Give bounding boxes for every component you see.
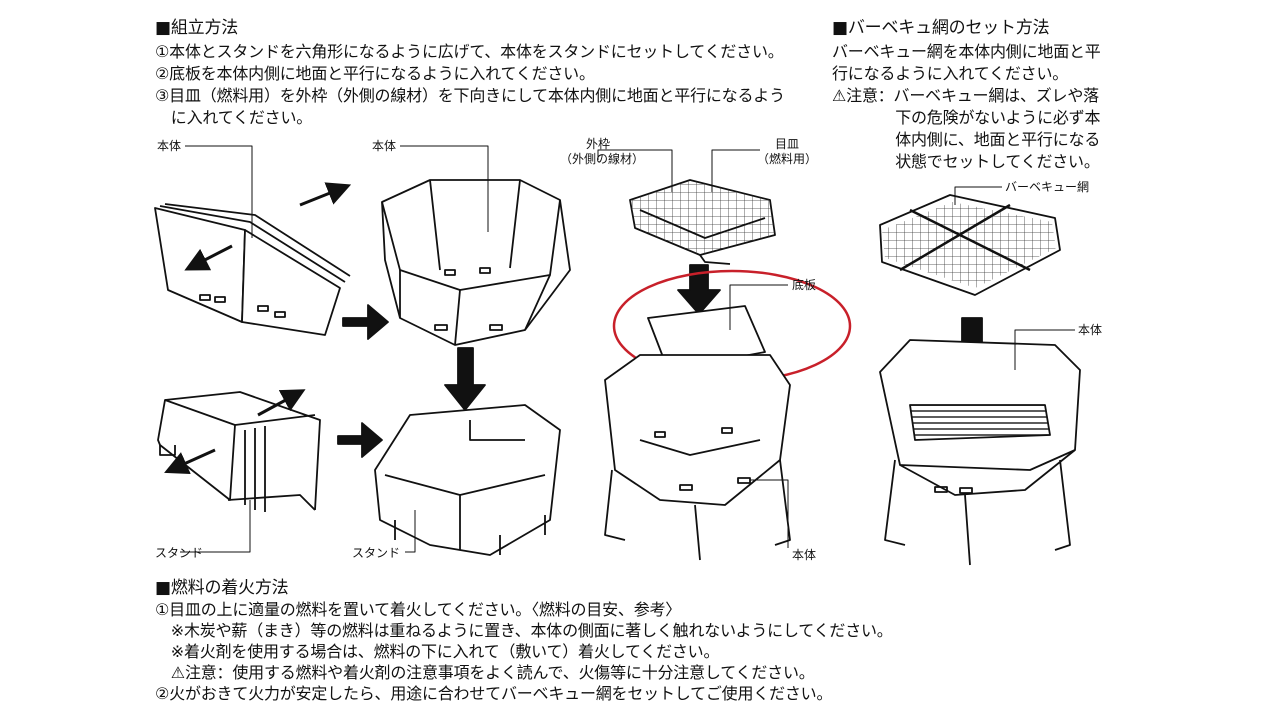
assembly-step-1: ①本体とスタンドを六角形になるように広げて、本体をスタンドにセットしてください。	[155, 42, 784, 61]
label-outer-frame: 外枠	[585, 137, 610, 151]
label-stand: スタンド	[352, 546, 401, 560]
label-grate: 目皿	[774, 137, 799, 151]
ignition-line: ①目皿の上に適量の燃料を置いて着火してください。〈燃料の目安、参考〉	[155, 600, 682, 619]
label-body: 本体	[1078, 323, 1103, 337]
grill-set-line: バーベキュー網を本体内側に地面と平	[832, 42, 1101, 61]
assembly-step-2: ②底板を本体内側に地面と平行になるように入れてください。	[155, 64, 595, 83]
assembly-step-3: ③目皿（燃料用）を外枠（外側の線材）を下向きにして本体内側に地面と平行になるよう	[155, 86, 785, 105]
grill-set-caution: ⚠注意：バーベキュー網は、ズレや落	[832, 86, 1099, 105]
hex-stand-figure	[374, 404, 561, 556]
folded-stand-figure	[157, 389, 321, 512]
label-bottom-plate: 底板	[792, 278, 817, 292]
folded-body-figure	[154, 182, 352, 336]
label-grate-note: （燃料用）	[756, 152, 817, 166]
label-outer-frame-note: （外側の線材）	[560, 152, 645, 166]
grill-set-title: ■バーベキュ網のセット方法	[832, 18, 1050, 38]
label-body: 本体	[372, 139, 397, 153]
bottom-plate-figure	[647, 305, 766, 371]
ignition-caution: ⚠注意：使用する燃料や着火剤の注意事項をよく読んで、火傷等に十分注意してください…	[155, 663, 815, 682]
label-stand: スタンド	[155, 546, 204, 560]
ignition-line: ②火がおきて火力が安定したら、用途に合わせてバーベキュー網をセットしてご使用くだ…	[155, 684, 833, 703]
label-bbq-net: バーベキュー網	[1005, 180, 1090, 194]
ignition-title: ■燃料の着火方法	[155, 578, 289, 598]
ignition-note: ※着火剤を使用する場合は、燃料の下に入れて（敷いて）着火してください。	[155, 642, 720, 661]
final-assembly-figure	[879, 339, 1081, 566]
label-body: 本体	[792, 548, 817, 562]
grill-set-line: 体内側に、地面と平行になる	[832, 130, 1101, 149]
grill-set-line: 状態でセットしてください。	[832, 152, 1100, 171]
label-body: 本体	[157, 139, 182, 153]
hex-body-figure	[381, 179, 571, 411]
grill-set-line: 行になるように入れてください。	[832, 64, 1069, 83]
assembly-title: ■組立方法	[155, 18, 239, 38]
grate-figure	[629, 179, 776, 265]
grill-set-line: 下の危険がないように必ず本	[832, 108, 1101, 127]
ignition-note: ※木炭や薪（まき）等の燃料は重ねるように置き、本体の側面に著しく触れないようにし…	[155, 621, 893, 640]
bbq-net-figure	[879, 194, 1061, 296]
assembled-body-figure	[604, 354, 791, 561]
assembly-step-3-cont: に入れてください。	[155, 108, 313, 127]
